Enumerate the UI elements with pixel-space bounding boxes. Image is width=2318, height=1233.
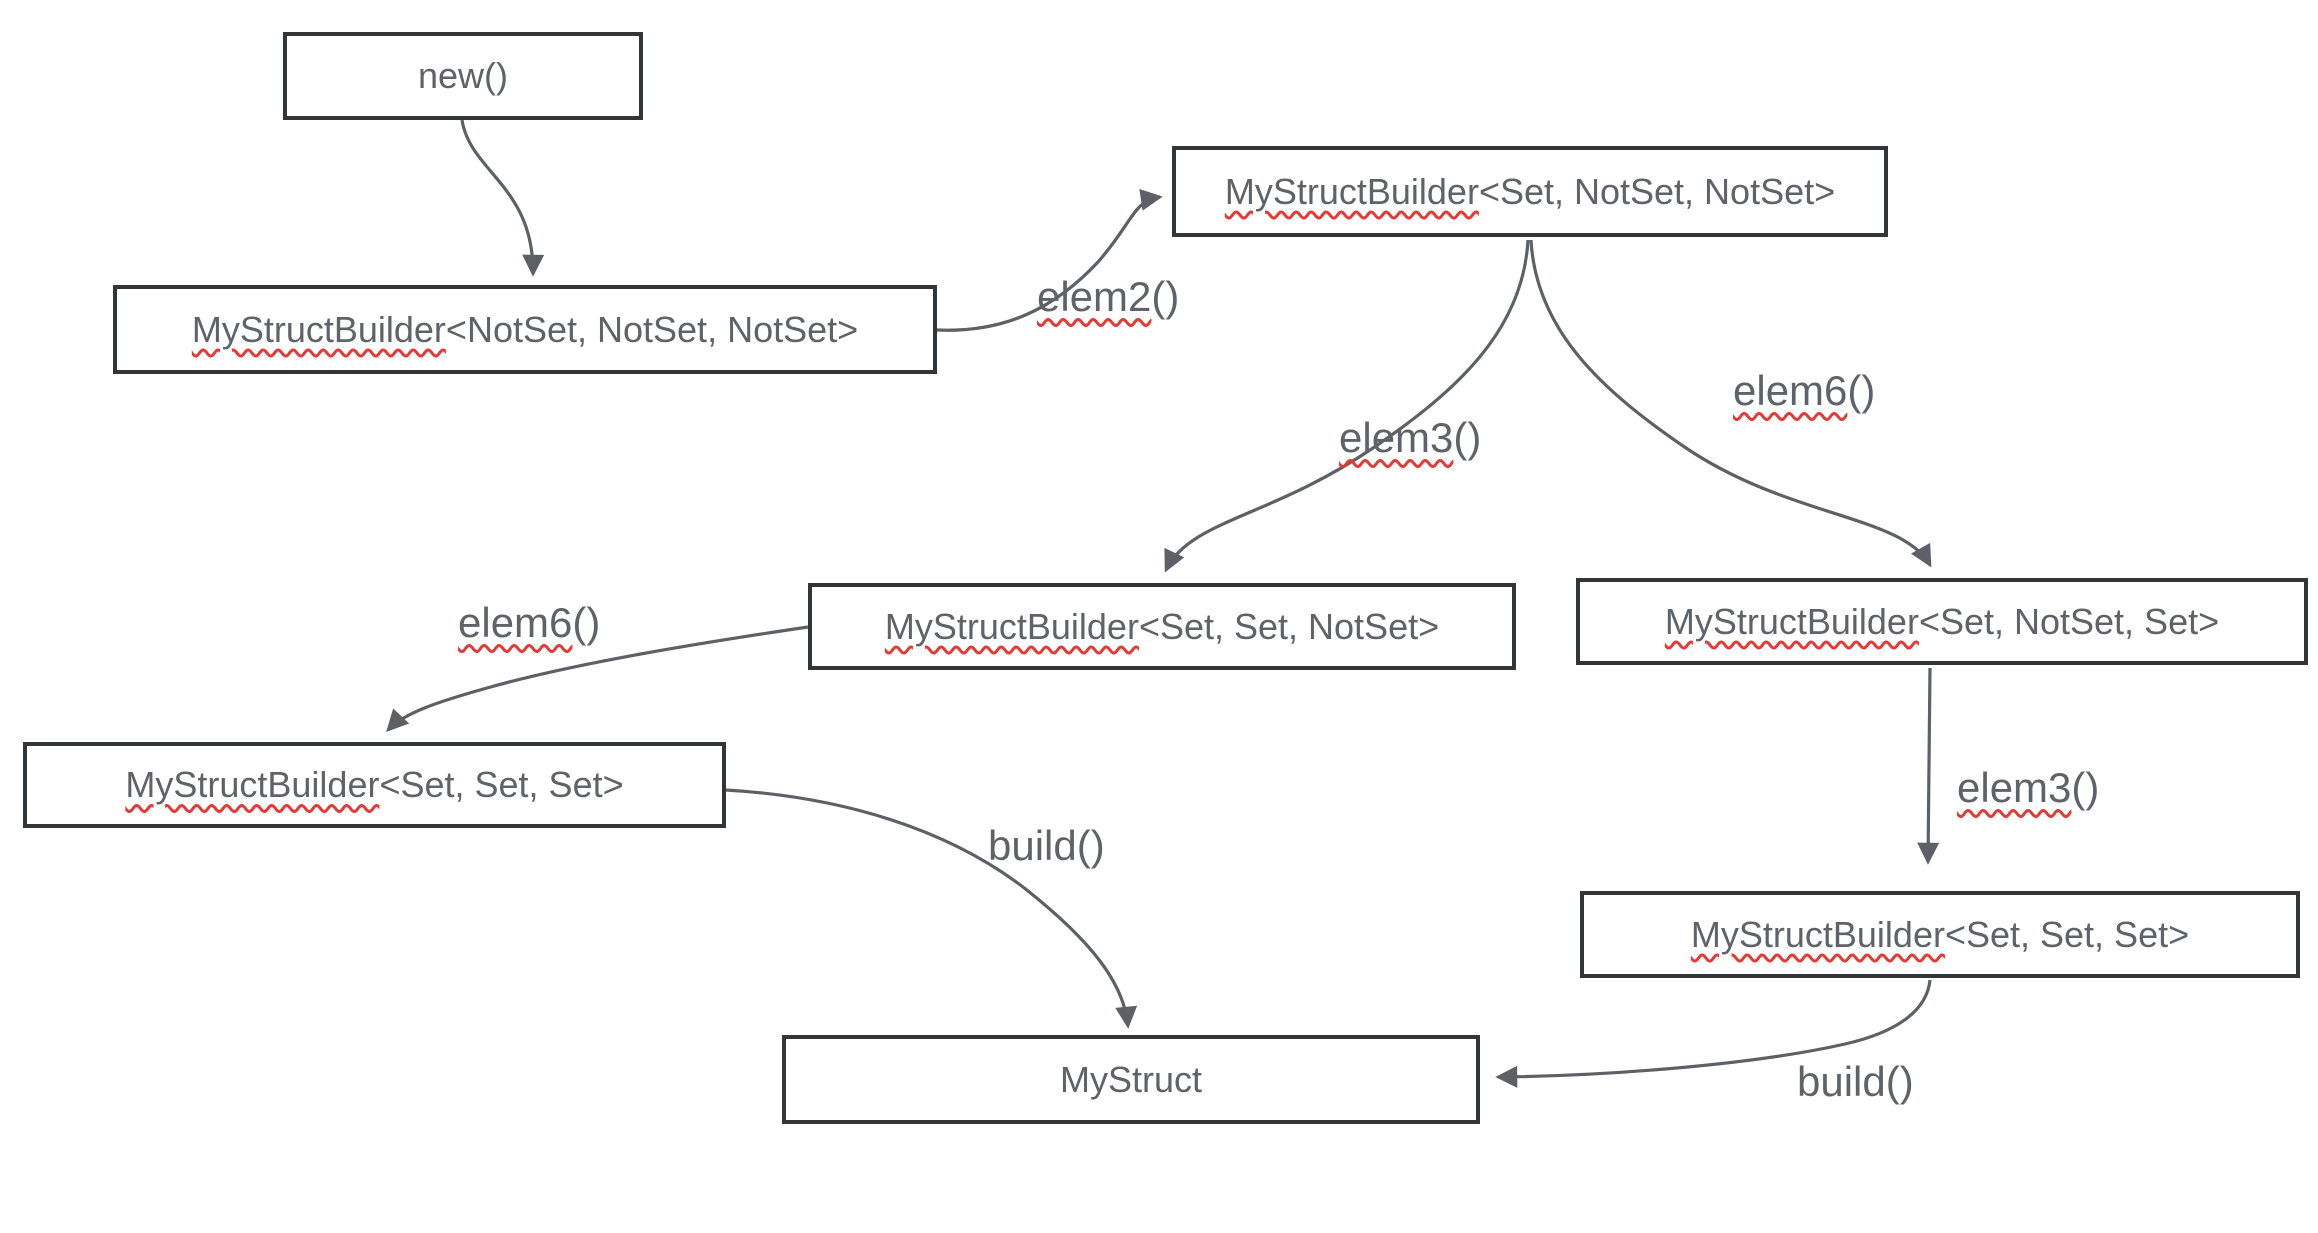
node-new[interactable]: new() <box>283 32 643 120</box>
node-label: MyStructBuilder<Set, NotSet, Set> <box>1664 600 2220 642</box>
node-builder-set-set-set-right[interactable]: MyStructBuilder<Set, Set, Set> <box>1580 891 2300 978</box>
node-label: MyStructBuilder<NotSet, NotSet, NotSet> <box>191 308 859 350</box>
node-label: MyStructBuilder<Set, Set, Set> <box>125 764 624 805</box>
node-builder-set-set-notset[interactable]: MyStructBuilder<Set, Set, NotSet> <box>808 583 1516 670</box>
node-label: MyStructBuilder<Set, Set, NotSet> <box>884 605 1440 647</box>
edge-label-build-right[interactable]: build() <box>1797 1058 1914 1105</box>
node-label: MyStructBuilder<Set, Set, Set> <box>1690 913 2190 955</box>
node-builder-set-set-set-left[interactable]: MyStructBuilder<Set, Set, Set> <box>23 742 726 828</box>
edge-new-arrow <box>460 119 545 277</box>
node-label: MyStructBuilder<Set, NotSet, NotSet> <box>1224 170 1836 212</box>
node-mystruct-label: MyStruct <box>1059 1058 1202 1100</box>
edge-elem3-right-arrow <box>1917 667 1940 865</box>
node-builder-set-notset-notset[interactable]: MyStructBuilder<Set, NotSet, NotSet> <box>1172 146 1888 237</box>
node-builder-set-notset-set[interactable]: MyStructBuilder<Set, NotSet, Set> <box>1576 578 2308 665</box>
node-mystruct[interactable]: MyStruct <box>782 1035 1480 1124</box>
edge-label-elem6-right[interactable]: elem6() <box>1733 367 1876 414</box>
node-builder-notset-notset-notset[interactable]: MyStructBuilder<NotSet, NotSet, NotSet> <box>113 285 937 374</box>
edge-label-elem3-mid[interactable]: elem3() <box>1339 414 1482 461</box>
node-new-label: new() <box>417 55 509 96</box>
edge-label-elem2[interactable]: elem2() <box>1037 273 1180 320</box>
edge-label-elem6-left[interactable]: elem6() <box>458 599 601 646</box>
edge-elem3-mid-arrow <box>1164 239 1530 573</box>
edge-label-elem3-right[interactable]: elem3() <box>1957 764 2100 811</box>
edge-label-build-left[interactable]: build() <box>988 822 1105 869</box>
